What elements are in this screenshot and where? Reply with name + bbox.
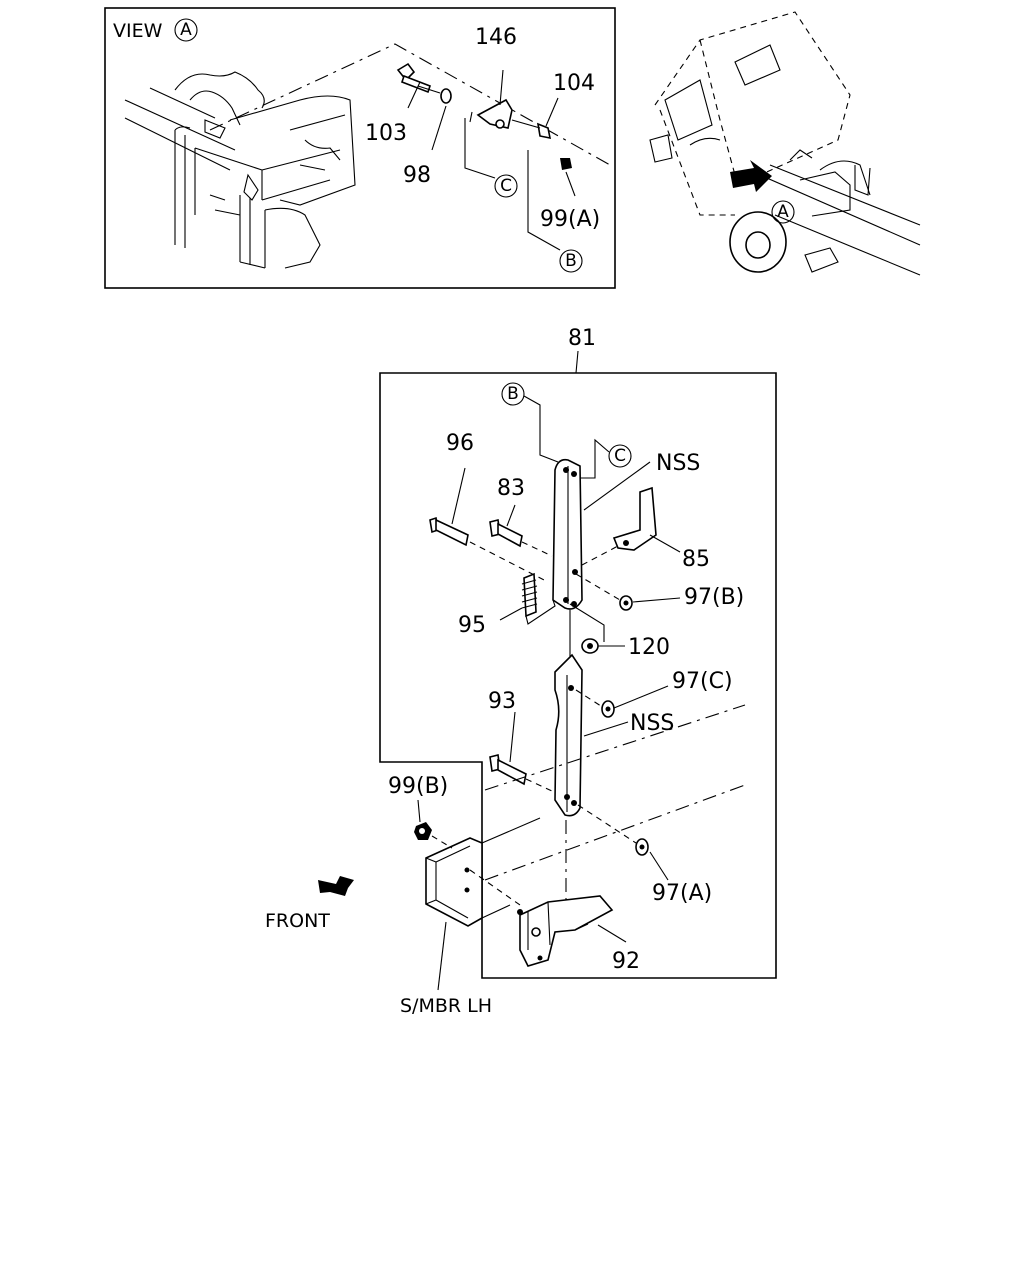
label-120: 120 [628, 635, 670, 660]
label-81: 81 [568, 326, 596, 351]
lower-link-rod [554, 653, 583, 817]
side-member-frame [425, 704, 746, 991]
label-front: FRONT [265, 910, 330, 932]
view-a-panel: VIEW A [104, 7, 616, 289]
label-99a: 99(A) [540, 207, 600, 232]
ref-b-circle [559, 249, 583, 273]
label-nss-top: NSS [656, 451, 700, 476]
label-93: 93 [488, 689, 516, 714]
view-a-circle [174, 18, 198, 42]
label-smbr-lh: S/MBR LH [400, 995, 492, 1017]
ref-c-circle [494, 174, 518, 198]
label-83: 83 [497, 476, 525, 501]
main-assembly: 81 B C NSS 96 83 85 [265, 326, 777, 1017]
bracket-85 [612, 486, 657, 551]
view-a-circle-letter: A [180, 20, 192, 40]
label-104: 104 [553, 71, 595, 96]
view-arrow-icon [730, 160, 772, 192]
label-98: 98 [403, 163, 431, 188]
ref-b-letter: B [565, 251, 577, 271]
truck-ref-a-circle [771, 200, 795, 224]
label-103: 103 [365, 121, 407, 146]
label-99b: 99(B) [388, 774, 448, 799]
ref-c-letter: C [500, 176, 512, 196]
engine-sketch [124, 43, 611, 269]
view-a-title: VIEW [113, 20, 163, 42]
front-arrow-icon [318, 876, 354, 896]
label-97c: 97(C) [672, 669, 733, 694]
label-97b: 97(B) [684, 585, 744, 610]
spring-95 [521, 572, 556, 625]
main-ref-c-letter: C [614, 446, 626, 466]
bracket-92 [517, 895, 627, 967]
label-nss-mid: NSS [630, 711, 674, 736]
label-96: 96 [446, 431, 474, 456]
truck-overview: A [649, 11, 921, 276]
label-97a: 97(A) [652, 881, 712, 906]
label-85: 85 [682, 547, 710, 572]
main-ref-b-circle [501, 382, 525, 406]
main-ref-b-letter: B [507, 384, 519, 404]
view-a-parts [396, 62, 576, 251]
main-ref-c-circle [608, 444, 632, 468]
label-92: 92 [612, 949, 640, 974]
label-146: 146 [475, 25, 517, 50]
label-95: 95 [458, 613, 486, 638]
assembly-81-outline [379, 372, 777, 979]
view-a-border [104, 7, 616, 289]
truck-ref-a-letter: A [777, 202, 789, 222]
